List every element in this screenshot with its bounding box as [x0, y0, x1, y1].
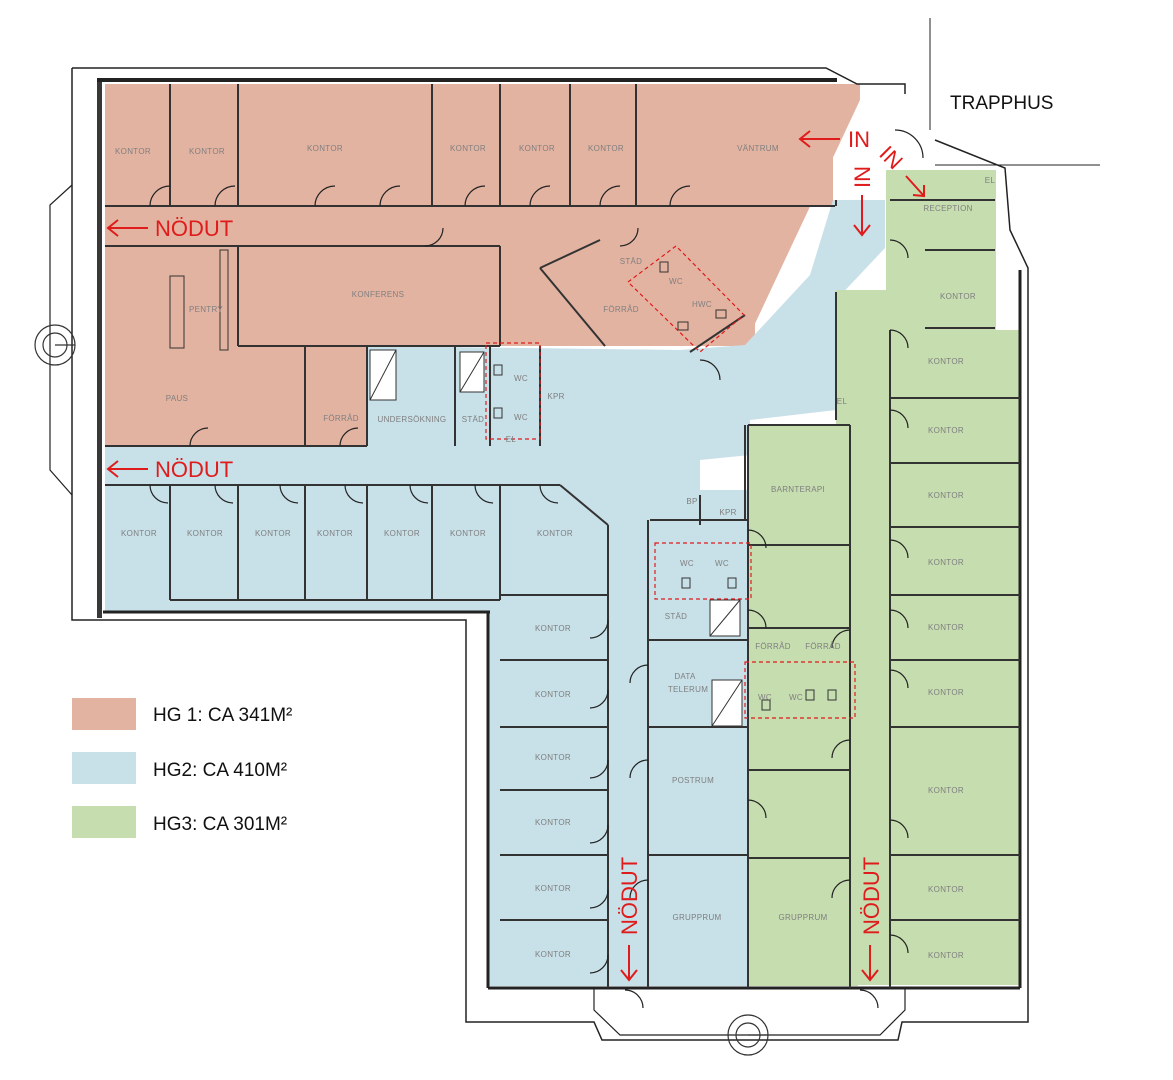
room-label: KONTOR — [928, 426, 964, 435]
room-label: KONTOR — [928, 951, 964, 960]
exit-label-west-lower: NÖDUT — [155, 457, 233, 482]
room-label: KONTOR — [450, 529, 486, 538]
room-label: KONTOR — [450, 144, 486, 153]
room-label: RECEPTION — [923, 204, 972, 213]
room-label: KONTOR — [187, 529, 223, 538]
room-label: KONTOR — [189, 147, 225, 156]
room-label: KONTOR — [928, 558, 964, 567]
room-label: KONTOR — [928, 491, 964, 500]
room-label: KONTOR — [535, 690, 571, 699]
zone-hg2 — [105, 200, 885, 986]
room-label: KONTOR — [115, 147, 151, 156]
room-label: FÖRRÅD — [805, 642, 841, 651]
room-label: KONTOR — [535, 818, 571, 827]
legend-swatch-hg3 — [72, 806, 136, 838]
room-label: KONTOR — [928, 885, 964, 894]
stairwell-label: TRAPPHUS — [950, 93, 1053, 114]
entrance-label-3: IN — [874, 141, 907, 174]
room-label: GRUPPRUM — [778, 913, 827, 922]
legend-swatch-hg2 — [72, 752, 136, 784]
room-label: HWC — [692, 300, 712, 309]
wc-highlight-outlines — [485, 245, 856, 719]
legend-label-hg1: HG 1: CA 341M² — [153, 705, 292, 726]
entrance-label-2: IN — [850, 166, 875, 188]
room-label: KONTOR — [535, 624, 571, 633]
room-labels: KONTOR KONTOR KONTOR KONTOR KONTOR KONTO… — [115, 144, 995, 960]
fixtures — [169, 249, 837, 727]
room-label: KONTOR — [535, 753, 571, 762]
room-label: KPR — [719, 508, 736, 517]
room-label: EL — [506, 435, 517, 444]
exit-label-west-upper: NÖDUT — [155, 216, 233, 241]
room-label: TELERUM — [668, 685, 708, 694]
room-label: STÄD — [620, 257, 643, 266]
room-label: KONTOR — [519, 144, 555, 153]
room-label: FÖRRÅD — [755, 642, 791, 651]
spiral-stair-west — [34, 324, 76, 366]
room-label: KONFERENS — [352, 290, 405, 299]
room-label: KONTOR — [535, 884, 571, 893]
room-label: KONTOR — [535, 950, 571, 959]
room-label: KONTOR — [255, 529, 291, 538]
room-label: EL — [985, 176, 996, 185]
room-label: KONTOR — [940, 292, 976, 301]
room-label: FÖRRÅD — [323, 414, 359, 423]
room-label: POSTRUM — [672, 776, 714, 785]
zone-hg1 — [105, 84, 860, 446]
room-label: KONTOR — [384, 529, 420, 538]
room-label: UNDERSÖKNING — [378, 415, 447, 424]
room-label: STÄD — [462, 415, 485, 424]
room-label: FÖRRÅD — [603, 305, 639, 314]
room-label: WC — [758, 693, 772, 702]
room-label: WC — [789, 693, 803, 702]
room-label: VÄNTRUM — [737, 144, 779, 153]
room-label: PENTRY — [189, 305, 223, 314]
spiral-stair-south — [727, 1014, 769, 1056]
room-label: KONTOR — [928, 786, 964, 795]
exit-label-south-b: NÖDUT — [859, 857, 884, 935]
room-label: KPR — [547, 392, 564, 401]
entrance-label-1: IN — [848, 127, 870, 152]
outer-walls — [49, 18, 1100, 1041]
room-label: WC — [680, 559, 694, 568]
room-label: BARNTERAPI — [771, 485, 825, 494]
room-label: KONTOR — [928, 357, 964, 366]
room-label: KONTOR — [928, 688, 964, 697]
room-label: WC — [669, 277, 683, 286]
legend-label-hg2: HG2: CA 410M² — [153, 760, 287, 781]
room-label: WC — [514, 374, 528, 383]
exit-label-south-a: NÖDUT — [617, 857, 642, 935]
entrances: IN IN IN — [798, 127, 925, 237]
room-label: KONTOR — [588, 144, 624, 153]
room-label: KONTOR — [307, 144, 343, 153]
room-label: KONTOR — [121, 529, 157, 538]
room-label: GRUPPRUM — [672, 913, 721, 922]
room-label: WC — [514, 413, 528, 422]
emergency-exits: NÖDUT NÖDUT NÖDUT NÖDUT — [106, 216, 884, 982]
zone-hg3 — [748, 170, 1020, 986]
legend-swatch-hg1 — [72, 698, 136, 730]
room-label: PAUS — [166, 394, 188, 403]
room-label: DATA — [674, 672, 696, 681]
legend: HG 1: CA 341M² HG2: CA 410M² HG3: CA 301… — [72, 698, 292, 838]
room-label: KONTOR — [928, 623, 964, 632]
room-label: WC — [715, 559, 729, 568]
room-label: BP — [686, 497, 697, 506]
legend-label-hg3: HG3: CA 301M² — [153, 814, 287, 835]
door-swings — [149, 129, 924, 1009]
room-label: EL — [837, 397, 848, 406]
room-label: KONTOR — [317, 529, 353, 538]
room-label: STÄD — [665, 612, 688, 621]
room-label: KONTOR — [537, 529, 573, 538]
